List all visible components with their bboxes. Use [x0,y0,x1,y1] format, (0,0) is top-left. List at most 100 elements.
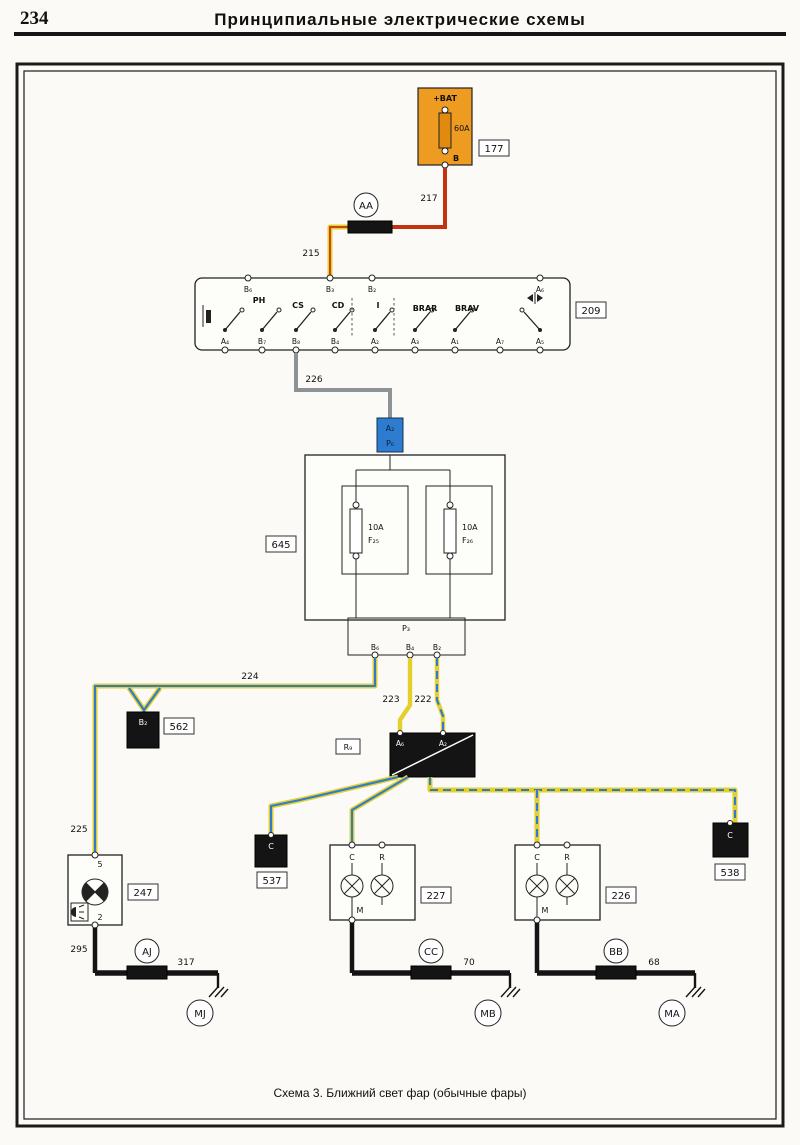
battery-terminal-b: B [453,154,459,163]
wire-222-label: 222 [414,695,431,705]
connector-aa-label: AA [359,201,373,212]
connector-bb-label: BB [609,947,623,958]
headlight-term-5: 5 [97,860,102,869]
ground-run-mb: CC 70 MB [349,923,521,1027]
switch-label-cd: CD [332,301,345,310]
ref-645-label: 645 [271,540,290,551]
wire-217-label: 217 [420,194,437,204]
connector-537: C 537 [254,832,288,889]
wire-68-label: 68 [648,958,660,968]
ref-209-label: 209 [581,306,600,317]
ground-mb-label: MB [480,1009,496,1020]
box-562-body [126,711,160,749]
wire-relay-to-227 [349,774,410,845]
wire-226: 226 [294,353,392,418]
wire-223-label: 223 [382,695,399,705]
connector-cc-label: CC [424,947,438,958]
term-b6-top: B₆ [244,285,252,294]
term-a6-top: A₆ [536,285,544,294]
headlight-unit-body [67,854,123,926]
connector-538-terminal: C [727,831,733,840]
lamp-icon [370,874,394,898]
wire-215: 215 [302,224,392,278]
term-a7: A₇ [496,337,504,346]
cc-connector-block [410,965,452,980]
switch-label-i: I [377,301,380,310]
ground-mj-label: MJ [194,1009,206,1020]
diagram-inner-border [23,70,777,1120]
wire-215-label: 215 [302,249,319,259]
aa-connector-block [347,220,393,234]
figure-caption: Схема 3. Ближний свет фар (обычные фары) [273,1086,527,1100]
battery-fuse-icon [438,112,452,149]
wire-70-label: 70 [463,958,475,968]
box-562: B₂ 562 [126,711,195,749]
wire-225-label: 225 [70,825,87,835]
headlight-icon [81,878,109,906]
connector-537-body [254,834,288,868]
fog-lamp-icon [70,902,89,922]
term-b7: B₇ [258,337,266,346]
arrows-icon [527,292,543,304]
lamp227-term-c: C [349,853,355,862]
fusebox-term-b6: B₆ [371,643,379,652]
relay-term-a6: A₆ [396,739,404,748]
fusebox-strip-label: P₃ [402,624,410,633]
connector-537-terminal: C [268,842,274,851]
term-a5: A₅ [536,337,544,346]
term-a4: A₄ [221,337,229,346]
relay-term-a2: A₂ [439,739,447,748]
fuse-unit-body [304,454,506,621]
switch-unit-body [194,277,571,351]
fuse-f25-name: F₂₅ [368,536,379,545]
lamp227-term-m: M [357,906,364,915]
lamp226-term-m: M [542,906,549,915]
box-562-terminal: B₂ [139,718,148,727]
header-rule [14,32,786,36]
parking-light-icon [202,305,211,327]
switch-label-ph: PH [253,296,266,305]
fuse-f25-icon [349,508,363,554]
lamp-unit-226: C R M 226 [514,841,637,924]
switch-unit-209: B₆ B₃ B₂ A₆ A₄ B₇ B₈ B₄ A₂ A₃ A₁ A₇ A₅ P… [194,274,571,354]
term-a1: A₁ [451,337,459,346]
wire-223: 223 [382,658,413,733]
page-number: 234 [20,8,49,29]
connector-538: C 538 [712,820,749,881]
ref-247-label: 247 [133,888,152,899]
ground-run-mj: 295 AJ 317 MJ [70,928,229,1027]
lamp-icon [340,874,364,898]
wire-295-label: 295 [70,945,87,955]
lamp226-term-r: R [564,853,570,862]
ref-562-label: 562 [169,722,188,733]
ref-537-label: 537 [262,876,281,887]
fuse-f26-icon [443,508,457,554]
switch-label-cs: CS [292,301,304,310]
blue-connector-top: A₂ [386,424,395,433]
fuse-f26-name: F₂₆ [462,536,473,545]
wire-317-label: 317 [177,958,194,968]
connector-aj-label: AJ [142,947,152,958]
fusebox-term-b4: B₄ [406,643,414,652]
wire-217: 217 [392,168,447,229]
connector-aa: AA [347,192,393,234]
fuse-f25-amp: 10A [368,523,384,532]
battery-plus-label: +BAT [433,94,457,103]
ground-icon [685,973,706,998]
wire-222: 222 [414,658,446,733]
wire-224-label: 224 [241,672,258,682]
term-b4: B₄ [331,337,339,346]
term-b3-top: B₃ [326,285,334,294]
battery-fuse-rating: 60A [454,124,470,133]
ref-209: 209 [575,301,607,319]
diagram-outer-border [15,62,785,1128]
lamp226-term-c: C [534,853,540,862]
term-a3: A₃ [411,337,419,346]
fusebox-term-b2: B₂ [433,643,441,652]
ref-227-label: 227 [426,891,445,902]
connector-538-body [712,822,749,858]
headlight-unit-247: 5 2 247 [67,851,159,929]
fuse-unit-645: 10A F₂₅ 10A F₂₆ P₃ B₆ B₄ B₂ [304,454,506,659]
